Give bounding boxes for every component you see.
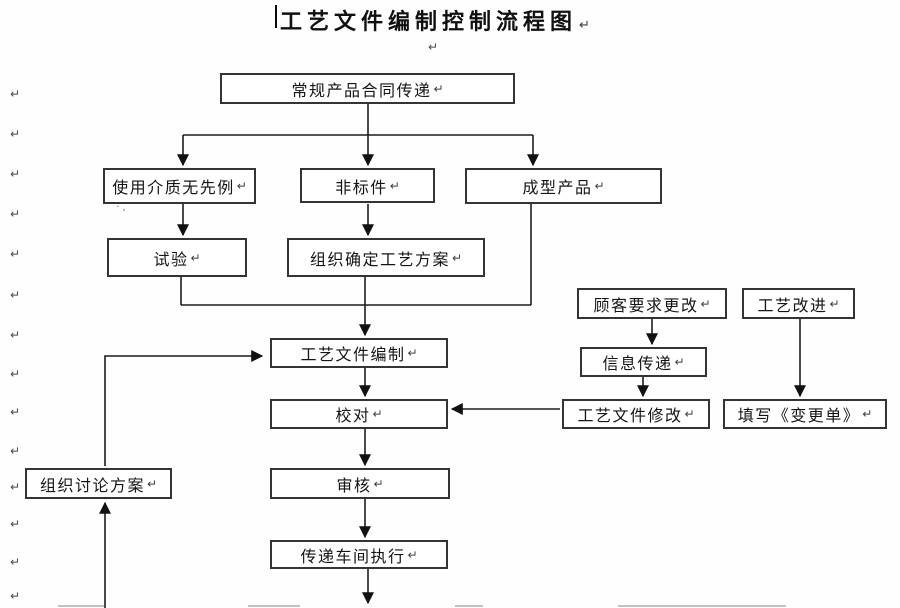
flow-node-organize-discuss-plan[interactable]: 组织讨论方案↵ [25, 468, 172, 499]
node-label: 试验 [153, 251, 189, 269]
paragraph-mark-icon: ↵ [10, 207, 21, 221]
node-label: 使用介质无先例 [112, 180, 235, 197]
paragraph-mark-icon: ↵ [579, 18, 590, 33]
paragraph-mark-icon: ↵ [700, 296, 711, 311]
paragraph-mark-icon: ↵ [10, 589, 21, 603]
paragraph-mark-icon: ↵ [10, 405, 21, 419]
node-label: 信息传递 [602, 356, 673, 373]
paragraph-mark-icon: ↵ [407, 346, 418, 360]
paragraph-mark-icon: ↵ [10, 328, 21, 342]
paragraph-mark-icon: ↵ [10, 367, 21, 381]
paragraph-mark-icon: ↵ [10, 555, 21, 569]
paragraph-mark-icon: ↵ [829, 296, 840, 311]
paragraph-mark-icon: ↵ [10, 517, 21, 531]
paragraph-mark-icon: ↵ [684, 407, 695, 421]
cutoff-box-edge [248, 605, 300, 607]
paragraph-mark-icon: ↵ [10, 444, 21, 458]
flow-node-fill-change-order[interactable]: 填写《变更单》↵ [723, 399, 887, 429]
paragraph-mark-icon: ↵ [373, 476, 384, 491]
paragraph-mark-icon: ↵ [407, 547, 418, 562]
paragraph-mark-icon: ↵ [10, 288, 21, 302]
paragraph-mark-icon: ↵ [674, 355, 685, 369]
paragraph-mark-icon: ↵ [372, 407, 383, 421]
cutoff-box-edge [58, 605, 104, 607]
page-title[interactable]: 工艺文件编制控制流程图↵ [280, 4, 590, 36]
paragraph-mark-icon: ↵ [862, 407, 873, 421]
text-cursor [275, 5, 277, 28]
node-label: 传递车间执行 [300, 548, 406, 566]
paragraph-mark-icon: ↵ [433, 81, 444, 96]
paragraph-mark-icon: ↵ [594, 179, 605, 193]
paragraph-mark-icon: ↵ [236, 179, 247, 193]
paragraph-mark-icon: ↵ [10, 167, 21, 181]
node-label: 工艺改进 [757, 297, 828, 315]
flow-node-organize-confirm-process-plan[interactable]: 组织确定工艺方案↵ [287, 238, 485, 277]
flow-node-regular-product-contract-transfer[interactable]: 常规产品合同传递↵ [220, 73, 515, 104]
flow-node-trial[interactable]: 试验↵ [107, 238, 247, 277]
flow-node-formed-product[interactable]: 成型产品↵ [465, 168, 662, 204]
flow-node-information-transfer[interactable]: 信息传递↵ [580, 347, 707, 377]
paragraph-mark-icon: ↵ [10, 247, 21, 261]
node-label: 填写《变更单》 [737, 408, 861, 425]
node-label: 工艺文件修改 [577, 408, 683, 425]
paragraph-mark-icon: ↵ [10, 480, 21, 494]
node-label: 成型产品 [522, 180, 593, 197]
flow-node-process-improvement[interactable]: 工艺改进↵ [742, 288, 855, 319]
paragraph-mark-icon: ↵ [10, 87, 21, 101]
paragraph-mark-icon: ↵ [146, 476, 158, 491]
node-label: 组织确定工艺方案 [309, 251, 450, 269]
cutoff-box-edge [618, 605, 786, 607]
paragraph-mark-icon: ↵ [10, 127, 21, 141]
node-label: 工艺文件编制 [300, 347, 406, 364]
node-label: 顾客要求更改 [593, 297, 699, 315]
paragraph-mark-icon: ↵ [451, 250, 463, 265]
paragraph-mark-icon: ↵ [190, 250, 201, 265]
paragraph-mark-icon: ↵ [428, 40, 439, 54]
flow-node-medium-no-precedent[interactable]: 使用介质无先例↵ [103, 168, 256, 204]
node-label: 校对 [335, 408, 371, 425]
flow-node-non-standard-part[interactable]: 非标件↵ [300, 168, 435, 203]
node-label: 非标件 [335, 179, 388, 197]
page-title-text: 工艺文件编制控制流程图 [280, 9, 578, 34]
flow-node-transfer-workshop-execution[interactable]: 传递车间执行↵ [270, 540, 448, 569]
flow-node-process-document-compilation[interactable]: 工艺文件编制↵ [270, 338, 448, 368]
flow-node-review[interactable]: 审核↵ [270, 468, 450, 499]
paragraph-mark-icon: ↵ [389, 178, 400, 193]
node-label: 审核 [336, 477, 372, 495]
node-label: 组织讨论方案 [39, 477, 145, 495]
flow-node-customer-change-request[interactable]: 顾客要求更改↵ [577, 288, 727, 319]
stray-mark: ·, [116, 201, 129, 213]
flow-node-process-document-modification[interactable]: 工艺文件修改↵ [562, 399, 710, 429]
node-label: 常规产品合同传递 [291, 82, 432, 100]
flow-node-proofreading[interactable]: 校对↵ [270, 399, 448, 429]
cutoff-box-edge [455, 605, 483, 607]
